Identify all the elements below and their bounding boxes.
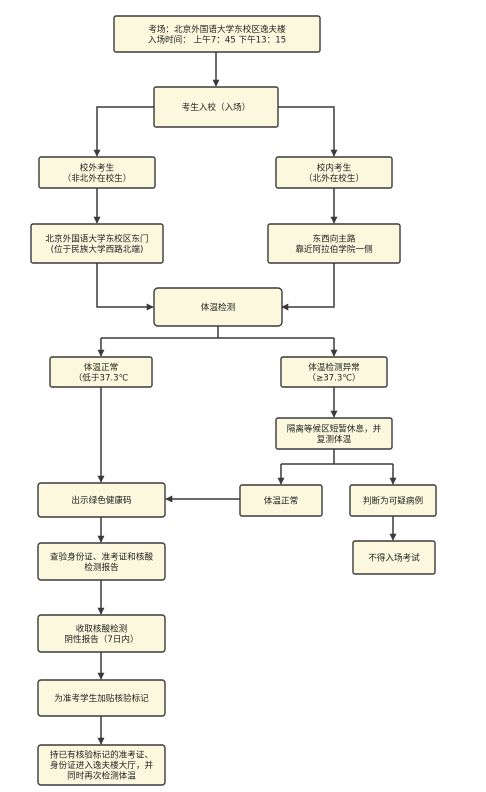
temperature-abnormal-box: 体温检测异常（≥37.3℃）	[280, 356, 388, 388]
temperature-check-box: 体温检测	[153, 287, 283, 327]
connector-isolation-split	[281, 449, 393, 465]
final-entry-label-line: 持已有核验标记的准考证、	[50, 749, 153, 761]
isolation-label-line: 隔离等候区短暂休息，并	[287, 422, 382, 434]
temp-normal-label-line: 体温正常	[84, 361, 118, 373]
flow-connectors	[93, 52, 397, 745]
connector-enter-to-offcampus	[93, 106, 154, 157]
connector-east-gate-to-temp-check	[96, 263, 154, 311]
green-code-label-line: 出示绿色健康码	[71, 494, 132, 506]
oncampus-label-line: 校内考生	[317, 161, 352, 173]
retest-normal-box: 体温正常	[239, 484, 323, 517]
deny-entry-box: 不得入场考试	[352, 540, 436, 575]
enter-campus-box: 考生入校（入场）	[153, 86, 279, 128]
affix-label-label-line: 为准考学生加贴核验标记	[54, 692, 149, 704]
connector-main-road-to-temp-check	[281, 263, 335, 311]
check-docs-label-line: 查验身份证、准考证和核酸	[50, 550, 154, 562]
temperature-normal-box: 体温正常（低于37.3℃	[49, 356, 153, 388]
collect-report-label-line: 收取核酸检测	[76, 622, 128, 634]
main-road-label-line: 东西向主路	[313, 232, 356, 244]
temp-check-label-line: 体温检测	[201, 301, 235, 313]
on-campus-candidate-box: 校内考生（北外在校生）	[275, 156, 393, 189]
main-road-label-line: 靠近阿拉伯学院一侧	[295, 243, 372, 255]
affix-label-box: 为准考学生加贴核验标记	[37, 679, 166, 717]
off-campus-candidate-box: 校外考生（非北外在校生）	[38, 156, 156, 189]
retest-normal-label-line: 体温正常	[264, 495, 298, 507]
temp-abnormal-label-line: 体温检测异常	[308, 361, 360, 373]
suspected-label-line: 判断为可疑病例	[363, 495, 423, 507]
east-gate-label-line: (位于民族大学西路北端)	[51, 243, 144, 255]
suspected-case-box: 判断为可疑病例	[349, 484, 437, 517]
venue-label-line: 考场：北京外国语大学东校区逸夫楼	[148, 23, 286, 35]
oncampus-label-line: （北外在校生）	[304, 172, 364, 184]
venue-label-line: 入场时间： 上午7：45 下午13：15	[148, 33, 286, 45]
temp-abnormal-label-line: （≥37.3℃）	[307, 372, 360, 383]
final-entry-label-line: 同时再次检测体温	[67, 770, 136, 782]
check-docs-label-line: 检测报告	[84, 561, 119, 573]
temp-normal-label-line: （低于37.3℃	[74, 371, 129, 383]
enter-label-line: 考生入校（入场）	[182, 101, 251, 113]
collect-report-label-line: 阴性报告（7日内）	[64, 633, 138, 645]
offcampus-label-line: 校外考生	[80, 161, 115, 173]
east-gate-label-line: 北京外国语大学东校区东门	[45, 232, 148, 244]
isolation-label-line: 复测体温	[317, 433, 352, 445]
deny-entry-label-line: 不得入场考试	[368, 552, 420, 564]
connector-enter-to-oncampus	[278, 106, 338, 157]
final-entry-label-line: 身份证进入逸夫楼大厅，并	[50, 759, 154, 771]
offcampus-label-line: （非北外在校生）	[63, 172, 132, 184]
connector-temp-check-split	[101, 326, 334, 339]
green-health-code-box: 出示绿色健康码	[37, 482, 166, 518]
east-gate-box: 北京外国语大学东校区东门(位于民族大学西路北端)	[30, 223, 164, 264]
